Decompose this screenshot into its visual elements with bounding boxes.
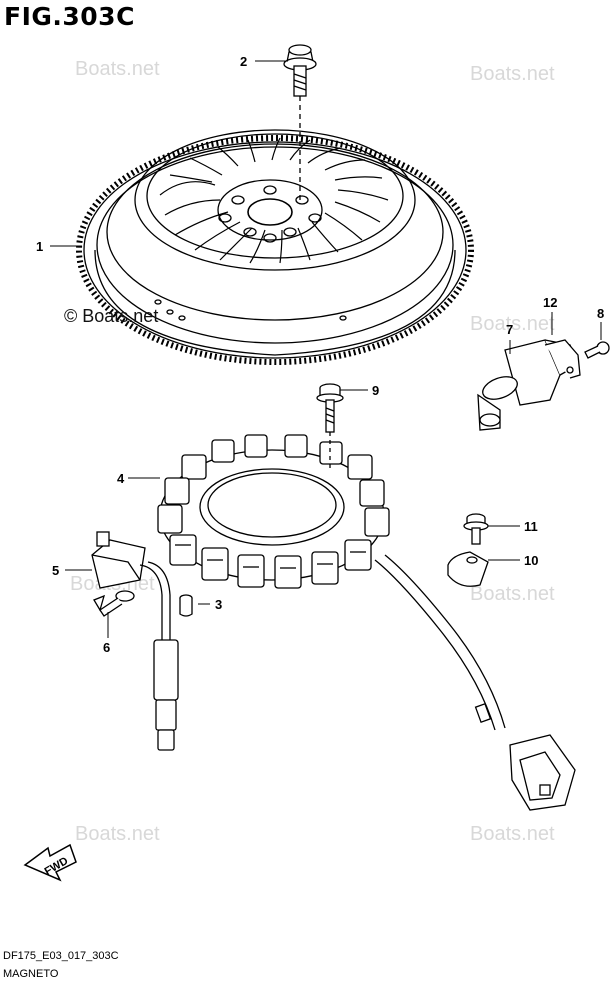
figure-name: MAGNETO [3,968,59,980]
callout-10: 10 [524,553,538,568]
clamp-bolt [463,513,489,545]
callout-2: 2 [240,54,247,69]
callout-9: 9 [372,383,379,398]
sensor-bolt [584,341,610,359]
callout-11: 11 [524,519,538,534]
pulser-coil-screw [93,590,135,617]
callout-labels: 1 2 3 4 5 6 7 8 9 10 11 12 [36,54,604,655]
flywheel [76,129,474,365]
callout-3: 3 [215,597,222,612]
pulser-coil [91,531,179,751]
watermark-text: Boats.net [470,583,555,605]
callout-12: 12 [543,295,557,310]
callout-6: 6 [103,640,110,655]
watermark-copyright: © Boats.net [64,306,158,326]
callout-8: 8 [597,306,604,321]
watermark-text: Boats.net [470,823,555,845]
figure-title: FIG.303C [4,2,135,31]
callout-4: 4 [117,471,125,486]
callout-7: 7 [506,322,513,337]
callout-1: 1 [36,239,43,254]
callout-5: 5 [52,563,59,578]
stator-bolt [316,383,344,468]
figure-code: DF175_E03_017_303C [3,950,119,962]
watermark-text: Boats.net [470,313,555,335]
watermark-text: Boats.net [75,58,160,80]
callouts [50,60,602,638]
fwd-arrow: FWD [23,843,77,882]
flywheel-bolt [283,44,317,200]
watermark-text: Boats.net [470,63,555,85]
stator [157,434,390,589]
stator-harness [374,554,576,811]
watermark-text: Boats.net [75,823,160,845]
dowel-pin [179,594,193,617]
sensor-bracket [544,339,581,379]
harness-clamp [447,551,489,587]
